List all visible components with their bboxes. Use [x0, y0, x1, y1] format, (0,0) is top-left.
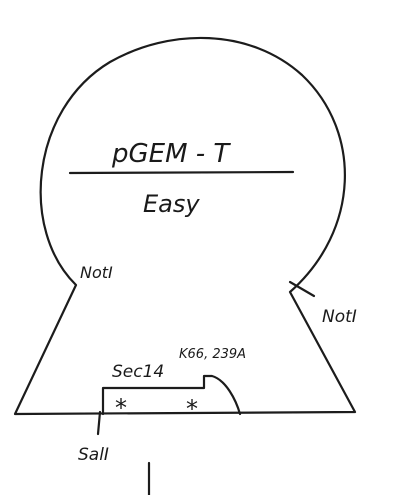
- plasmid-name-line1: pGEM - T: [111, 139, 231, 169]
- mutation-asterisk-2: *: [186, 395, 198, 423]
- noti-site-right-label: NotI: [322, 307, 357, 327]
- mutation-label: K66, 239A: [179, 347, 246, 362]
- sali-site-tick: [96, 410, 102, 436]
- mutation-asterisk-1: *: [115, 394, 127, 422]
- sec14-gene-label: Sec14: [112, 362, 164, 382]
- sec14-insert-shape: [101, 374, 242, 416]
- sali-site-label: SalI: [78, 445, 109, 465]
- noti-site-right-tick: [288, 280, 316, 298]
- title-divider: [68, 170, 295, 175]
- plasmid-name-line2: Easy: [143, 190, 200, 218]
- plasmid-outline: [13, 36, 357, 416]
- noti-site-left-label: NotI: [80, 263, 113, 282]
